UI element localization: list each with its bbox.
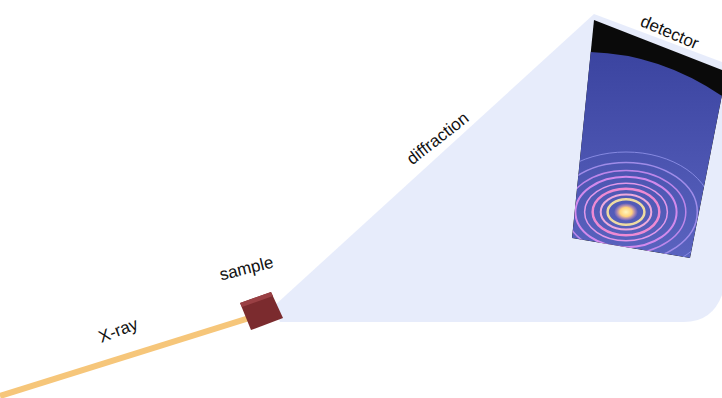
diffraction-ring — [601, 194, 652, 229]
diffraction-ring — [585, 183, 668, 241]
sample-edge — [240, 292, 273, 307]
diffraction-ring — [566, 170, 686, 253]
xray-beam — [0, 314, 262, 396]
detector-panel — [572, 20, 722, 258]
diffraction-ring — [555, 162, 698, 261]
detector-sensor — [572, 52, 722, 258]
diffraction-ring — [540, 152, 713, 272]
beam-label: X-ray — [96, 315, 140, 345]
diffraction-ring — [608, 199, 645, 225]
sample-label: sample — [217, 253, 274, 283]
beam-center — [614, 203, 638, 221]
diffraction-ring — [575, 177, 676, 247]
sample-plate — [240, 292, 283, 330]
diffraction-cone — [274, 14, 722, 322]
diffraction-rings — [540, 152, 713, 272]
diffraction-ring — [593, 189, 660, 235]
